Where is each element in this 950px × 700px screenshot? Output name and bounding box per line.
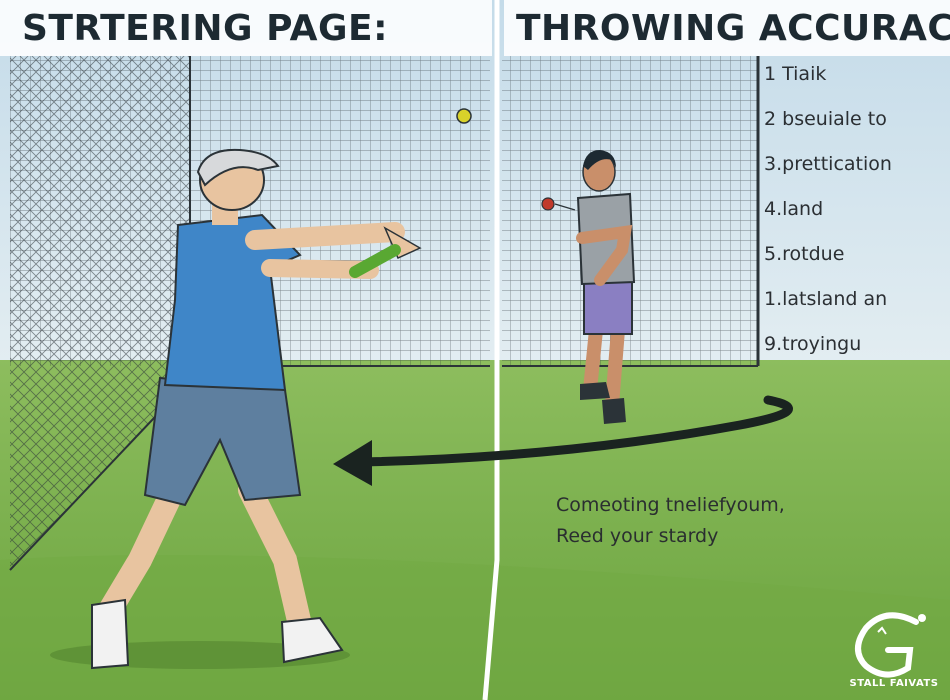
left-batting-net [9, 56, 490, 571]
step-item: 5.rotdue [764, 243, 845, 265]
step-item: 9.troyingu [764, 333, 862, 355]
step-item: 4.land [764, 198, 824, 220]
brand-logo: STALL FAIVATS [846, 604, 942, 694]
caption-line-1: Comeoting tneliefyoum, [556, 494, 785, 516]
logo-text: STALL FAIVATS [849, 678, 939, 689]
right-ball [541, 197, 555, 211]
step-item: 3.prettication [764, 153, 892, 175]
left-title-bar: STRTERING PAGE: [0, 0, 492, 56]
curved-arrow-icon [333, 395, 793, 486]
right-title-bar: THROWING ACCURACY [504, 0, 950, 56]
right-player-figure [576, 150, 636, 424]
caption-line-2: Reed your stardy [556, 525, 719, 547]
right-page-title: THROWING ACCURACY [516, 8, 950, 49]
left-player-figure [50, 148, 422, 670]
left-page-title: STRTERING PAGE: [22, 8, 389, 49]
stylized-g-logo-icon [855, 612, 926, 678]
center-divider [482, 0, 500, 700]
step-item: 1.latsland an [764, 288, 888, 310]
step-item: 2 bseuiale to [764, 108, 887, 130]
left-ball [456, 108, 472, 124]
step-item: 1 Tiaik [764, 63, 827, 85]
caption-text: Comeoting tneliefyoum, Reed your stardy [556, 490, 785, 552]
steps-list: 1 Tiaik 2 bseuiale to 3.prettication 4.l… [764, 60, 950, 375]
